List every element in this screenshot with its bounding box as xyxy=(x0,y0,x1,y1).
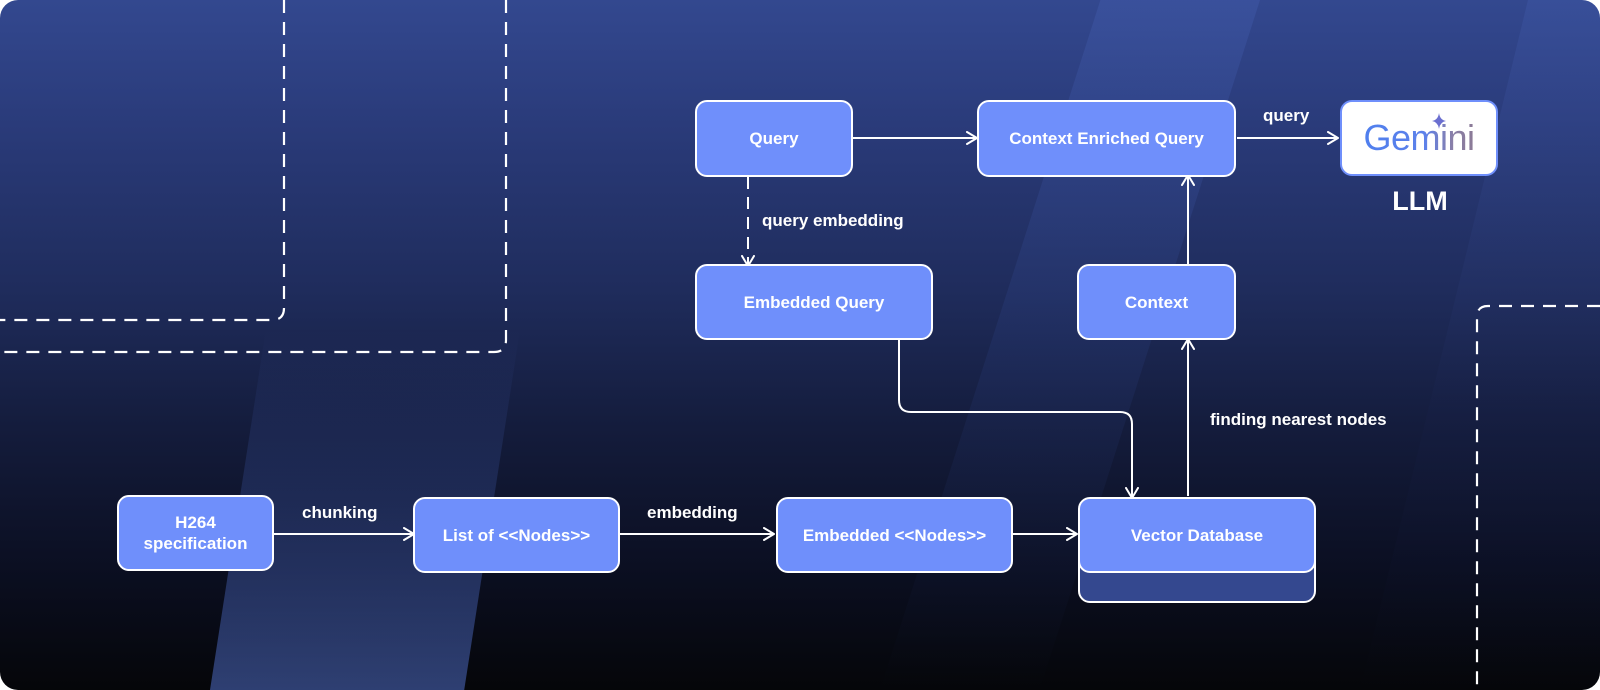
node-gemini-llm[interactable]: Gemini xyxy=(1340,100,1498,176)
dashed-frame-outer xyxy=(0,0,508,354)
llm-label: LLM xyxy=(1392,186,1448,216)
dashed-frame-right xyxy=(1475,304,1600,690)
node-embedded-query[interactable]: Embedded Query xyxy=(695,264,933,340)
node-embedded-nodes[interactable]: Embedded <<Nodes>> xyxy=(776,497,1013,573)
gemini-logo-text: Gemini xyxy=(1363,117,1475,158)
label-finding-nearest-nodes: finding nearest nodes xyxy=(1210,410,1387,429)
edge-embedded-query-to-db xyxy=(898,340,1139,499)
node-context[interactable]: Context xyxy=(1077,264,1236,340)
node-vector-database[interactable]: Vector Database xyxy=(1078,497,1316,573)
label-query: query xyxy=(1263,106,1310,125)
label-chunking: chunking xyxy=(302,503,378,522)
label-embedding: embedding xyxy=(647,503,738,522)
node-context-enriched-query[interactable]: Context Enriched Query xyxy=(977,100,1236,177)
dashed-frame-inner xyxy=(0,0,286,322)
node-h264-specification[interactable]: H264 specification xyxy=(117,495,274,571)
label-query-embedding: query embedding xyxy=(762,211,904,230)
node-query[interactable]: Query xyxy=(695,100,853,177)
gemini-sparkle-icon xyxy=(1432,113,1446,129)
node-list-of-nodes[interactable]: List of <<Nodes>> xyxy=(413,497,620,573)
